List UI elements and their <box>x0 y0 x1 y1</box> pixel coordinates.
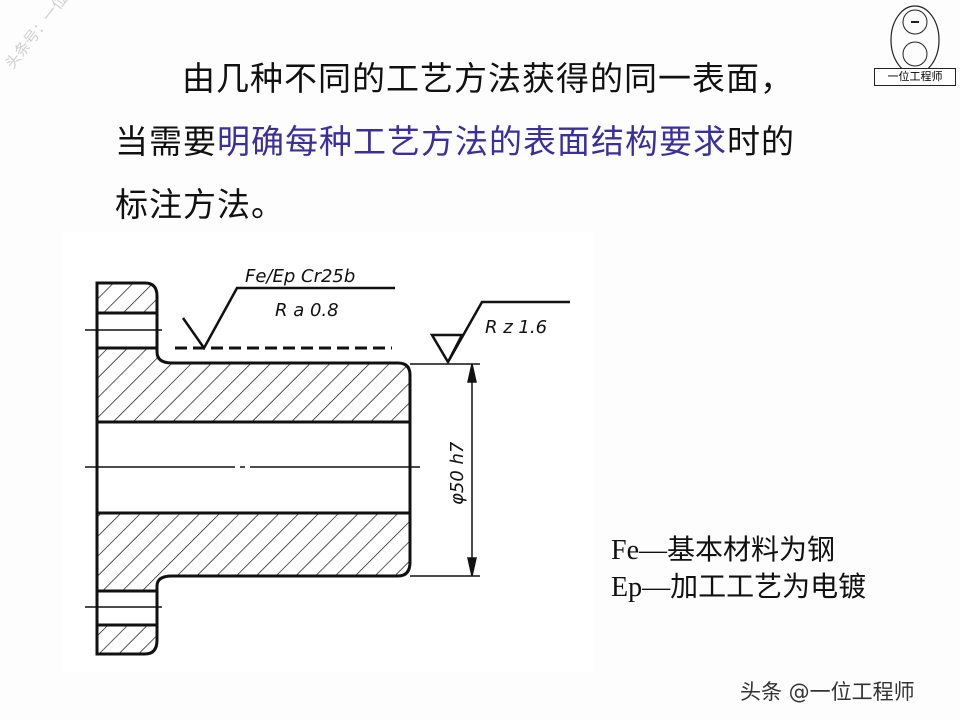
flange-upper-section <box>95 281 159 315</box>
heading-highlight: 明确每种工艺方法的表面结构要求 <box>217 122 727 161</box>
surface-symbol-2 <box>429 300 570 365</box>
heading-line-3: 标注方法。 <box>115 185 285 224</box>
heading-line-1: 由几种不同的工艺方法获得的同一表面， <box>182 59 794 98</box>
flange-lower-section <box>95 623 159 656</box>
surface-symbol-1 <box>181 286 395 351</box>
symbol2-text: R z 1.6 <box>485 317 547 338</box>
note-ep: Ep—加工工艺为电镀 <box>611 572 867 603</box>
dimension-text: φ50 h7 <box>447 441 468 505</box>
heading-line-2: 当需要明确每种工艺方法的表面结构要求时的 <box>115 115 795 163</box>
heading-line-2-suffix: 时的 <box>727 122 795 161</box>
heading-line-2-prefix: 当需要 <box>115 122 217 161</box>
logo-text: 一位工程师 <box>874 68 956 86</box>
note-fe: Fe—基本材料为钢 <box>611 535 836 566</box>
symbol1-top-text: Fe/Ep Cr25b <box>245 266 355 287</box>
lower-body-section <box>95 511 412 593</box>
upper-body-section <box>95 346 412 424</box>
footer-credit: 头条 @一位工程师 <box>740 680 915 704</box>
symbol1-bottom-text: R a 0.8 <box>275 300 339 321</box>
